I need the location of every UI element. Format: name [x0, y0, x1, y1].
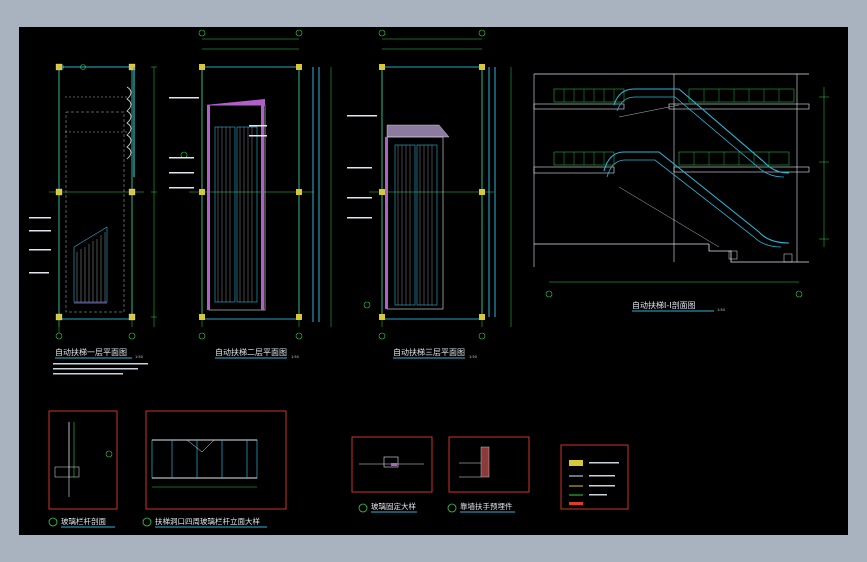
drawing-canvas[interactable]: 自动扶梯一层平面图 1:50 [19, 27, 848, 535]
section-title: 自动扶梯Ⅰ-Ⅰ剖面图 [632, 300, 696, 310]
plan-level-1[interactable]: 自动扶梯一层平面图 1:50 [29, 63, 157, 375]
detail-rail-elevation[interactable]: 扶梯洞口四周玻璃栏杆立面大样 [142, 410, 287, 528]
svg-text:1:50: 1:50 [291, 355, 299, 359]
svg-text:1:50: 1:50 [469, 355, 477, 359]
plan-level-2[interactable]: 自动扶梯二层平面图 1:50 [169, 29, 332, 359]
detail1-title: 玻璃栏杆剖面 [61, 516, 106, 526]
svg-text:1:50: 1:50 [717, 308, 725, 312]
plan-level-3[interactable]: 自动扶梯三层平面图 1:50 [347, 29, 512, 359]
detail3-title: 玻璃固定大样 [371, 501, 416, 511]
section-view[interactable]: 自动扶梯Ⅰ-Ⅰ剖面图 1:50 [533, 73, 829, 312]
drawing-svg[interactable]: 自动扶梯一层平面图 1:50 [19, 27, 848, 535]
plan1-scale: 1:50 [135, 355, 143, 359]
plan3-title: 自动扶梯三层平面图 [393, 347, 465, 357]
plan1-wall-outline [58, 66, 133, 320]
detail4-title: 靠墙扶手预埋件 [460, 501, 513, 511]
plan2-title: 自动扶梯二层平面图 [215, 347, 287, 357]
material-legend[interactable] [560, 444, 629, 510]
detail2-title: 扶梯洞口四周玻璃栏杆立面大样 [155, 516, 260, 526]
detail-glass-fixing[interactable]: 玻璃固定大样 [351, 436, 433, 513]
detail-wall-handrail[interactable]: 靠墙扶手预埋件 [447, 436, 530, 513]
plan1-title: 自动扶梯一层平面图 [55, 347, 127, 357]
detail-glass-rail-section[interactable]: 玻璃栏杆剖面 [48, 410, 118, 528]
